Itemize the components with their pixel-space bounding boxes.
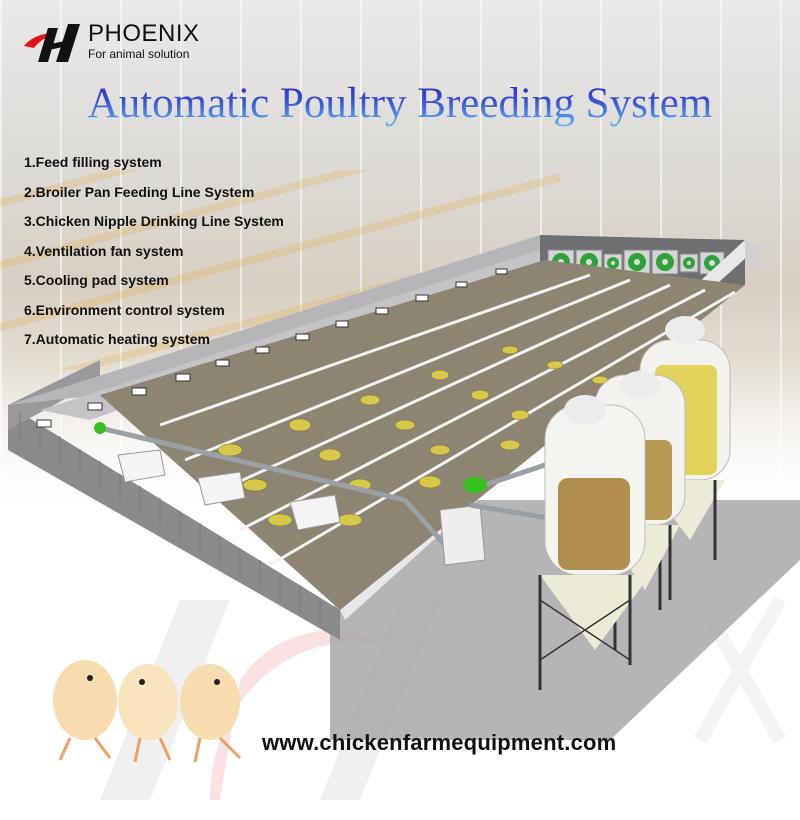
feature-item: 4.Ventilation fan system (24, 242, 184, 259)
chick-icon (180, 664, 242, 763)
feature-item: 3.Chicken Nipple Drinking Line System (24, 213, 284, 229)
website-url[interactable]: www.chickenfarmequipment.com (262, 730, 617, 755)
chick-icon (118, 664, 178, 763)
brand-tagline: For animal solution (88, 47, 190, 61)
feature-item: 2.Broiler Pan Feeding Line System (24, 183, 255, 200)
feature-list: 1.Feed filling system 2.Broiler Pan Feed… (24, 148, 284, 355)
poultry-house-illustration (8, 235, 800, 740)
brand-name: PHOENIX (88, 20, 200, 47)
feature-item: 7.Automatic heating system (24, 331, 210, 347)
page-title: Automatic Poultry Breeding System (0, 78, 800, 130)
chicks-photo (53, 660, 242, 763)
feature-item: 1.Feed filling system (24, 154, 162, 170)
brand-logo: PHOENIX For animal solution (22, 18, 200, 66)
feature-item: 5.Cooling pad system (24, 272, 169, 288)
feed-silos (538, 316, 731, 690)
phoenix-logo-icon (24, 24, 80, 62)
chick-icon (53, 660, 117, 761)
feature-item: 6.Environment control system (24, 301, 225, 318)
